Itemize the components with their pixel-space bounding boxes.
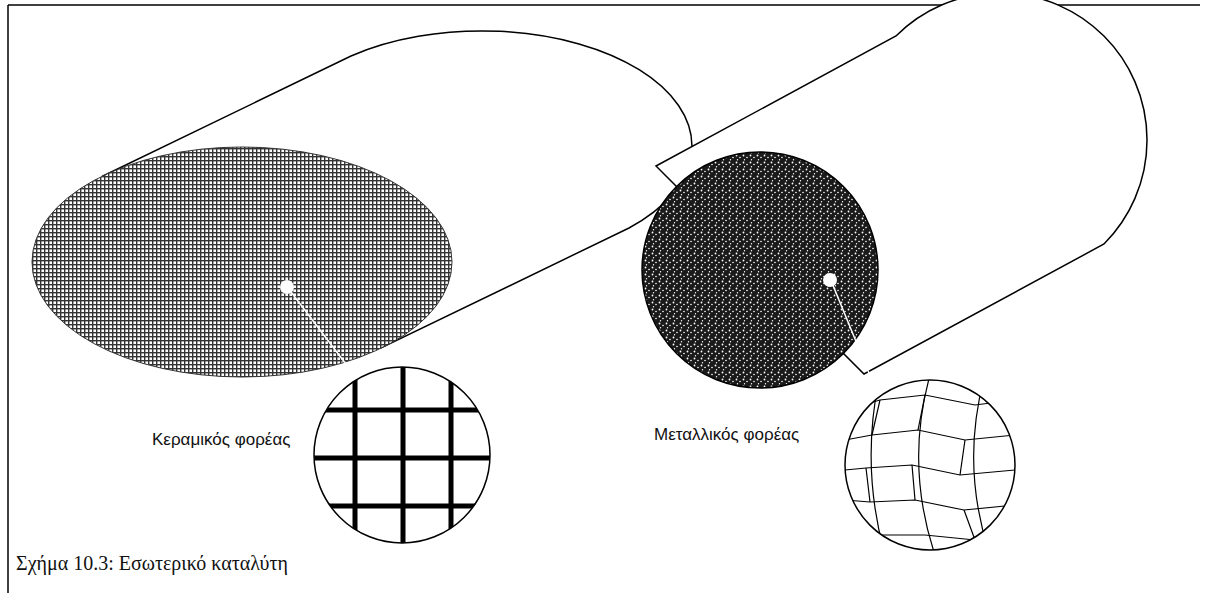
part-label: Κεραμικός φορέας bbox=[150, 430, 292, 450]
frame-line bbox=[7, 5, 9, 593]
ceramic-grid bbox=[310, 360, 495, 550]
metallic-face bbox=[642, 152, 878, 388]
figure-caption: Σχήμα 10.3: Εσωτερικό καταλύτη bbox=[14, 552, 290, 575]
detail-dot bbox=[280, 280, 294, 294]
leader-line bbox=[832, 283, 878, 395]
leader-line bbox=[288, 288, 352, 372]
detail-circle bbox=[845, 380, 1015, 550]
detail-dot bbox=[823, 273, 837, 287]
ceramic-face bbox=[32, 147, 452, 377]
part-label: Μεταλλικός φορέας bbox=[652, 425, 801, 445]
metallic-mesh bbox=[845, 375, 1015, 555]
